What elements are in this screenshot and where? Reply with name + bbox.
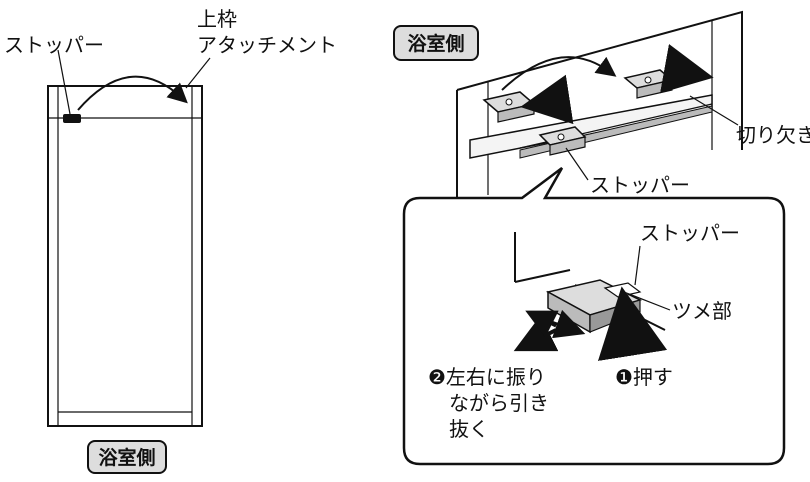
- notch-leader: [689, 95, 739, 126]
- side-badge-right-text: 浴室側: [407, 32, 464, 55]
- detail-stopper-label: ストッパー: [640, 221, 740, 245]
- claw-label: ツメ部: [672, 299, 732, 323]
- stopper-block: [63, 114, 81, 123]
- step1-label: ❶押す: [615, 365, 673, 389]
- attachment-leader: [185, 57, 211, 89]
- push-up-arrow: [597, 286, 668, 361]
- stopper-leader-right: [565, 147, 589, 181]
- side-badge-text: 浴室側: [98, 446, 155, 469]
- push-arrow-right: [660, 44, 714, 94]
- move-arrow: [77, 75, 188, 111]
- notch-label: 切り欠き: [736, 123, 810, 147]
- step2-line1: ❷左右に振り: [428, 365, 546, 389]
- push-arrow-left: [520, 74, 574, 125]
- detail-callout: ストッパー ツメ部 ❶押す ❷左右に振り ながら引き 抜く: [402, 167, 786, 466]
- detail-stopper-leader: [634, 245, 641, 286]
- step2-line3: 抜く: [449, 417, 489, 441]
- claw-leader: [623, 291, 671, 311]
- left-panel: ストッパー 上枠 アタッチメント 浴室側: [4, 7, 337, 474]
- stopper-leader: [57, 49, 71, 115]
- stopper-label: ストッパー: [4, 33, 104, 57]
- stopper-label-right: ストッパー: [590, 173, 690, 197]
- stopper-right-piece: [623, 69, 674, 99]
- stopper-bottom-piece: [538, 126, 587, 156]
- attachment-label-line2: アタッチメント: [197, 33, 337, 57]
- door-frame: [47, 85, 203, 427]
- side-badge: [87, 440, 167, 474]
- side-badge-right: [393, 25, 479, 61]
- step2-line2: ながら引き: [449, 391, 549, 415]
- stopper-left-piece: [482, 91, 536, 123]
- move-arrow-right: [501, 56, 617, 91]
- right-panel: 浴室側 切り欠き: [393, 10, 810, 200]
- attachment-label-line1: 上枠: [197, 7, 237, 31]
